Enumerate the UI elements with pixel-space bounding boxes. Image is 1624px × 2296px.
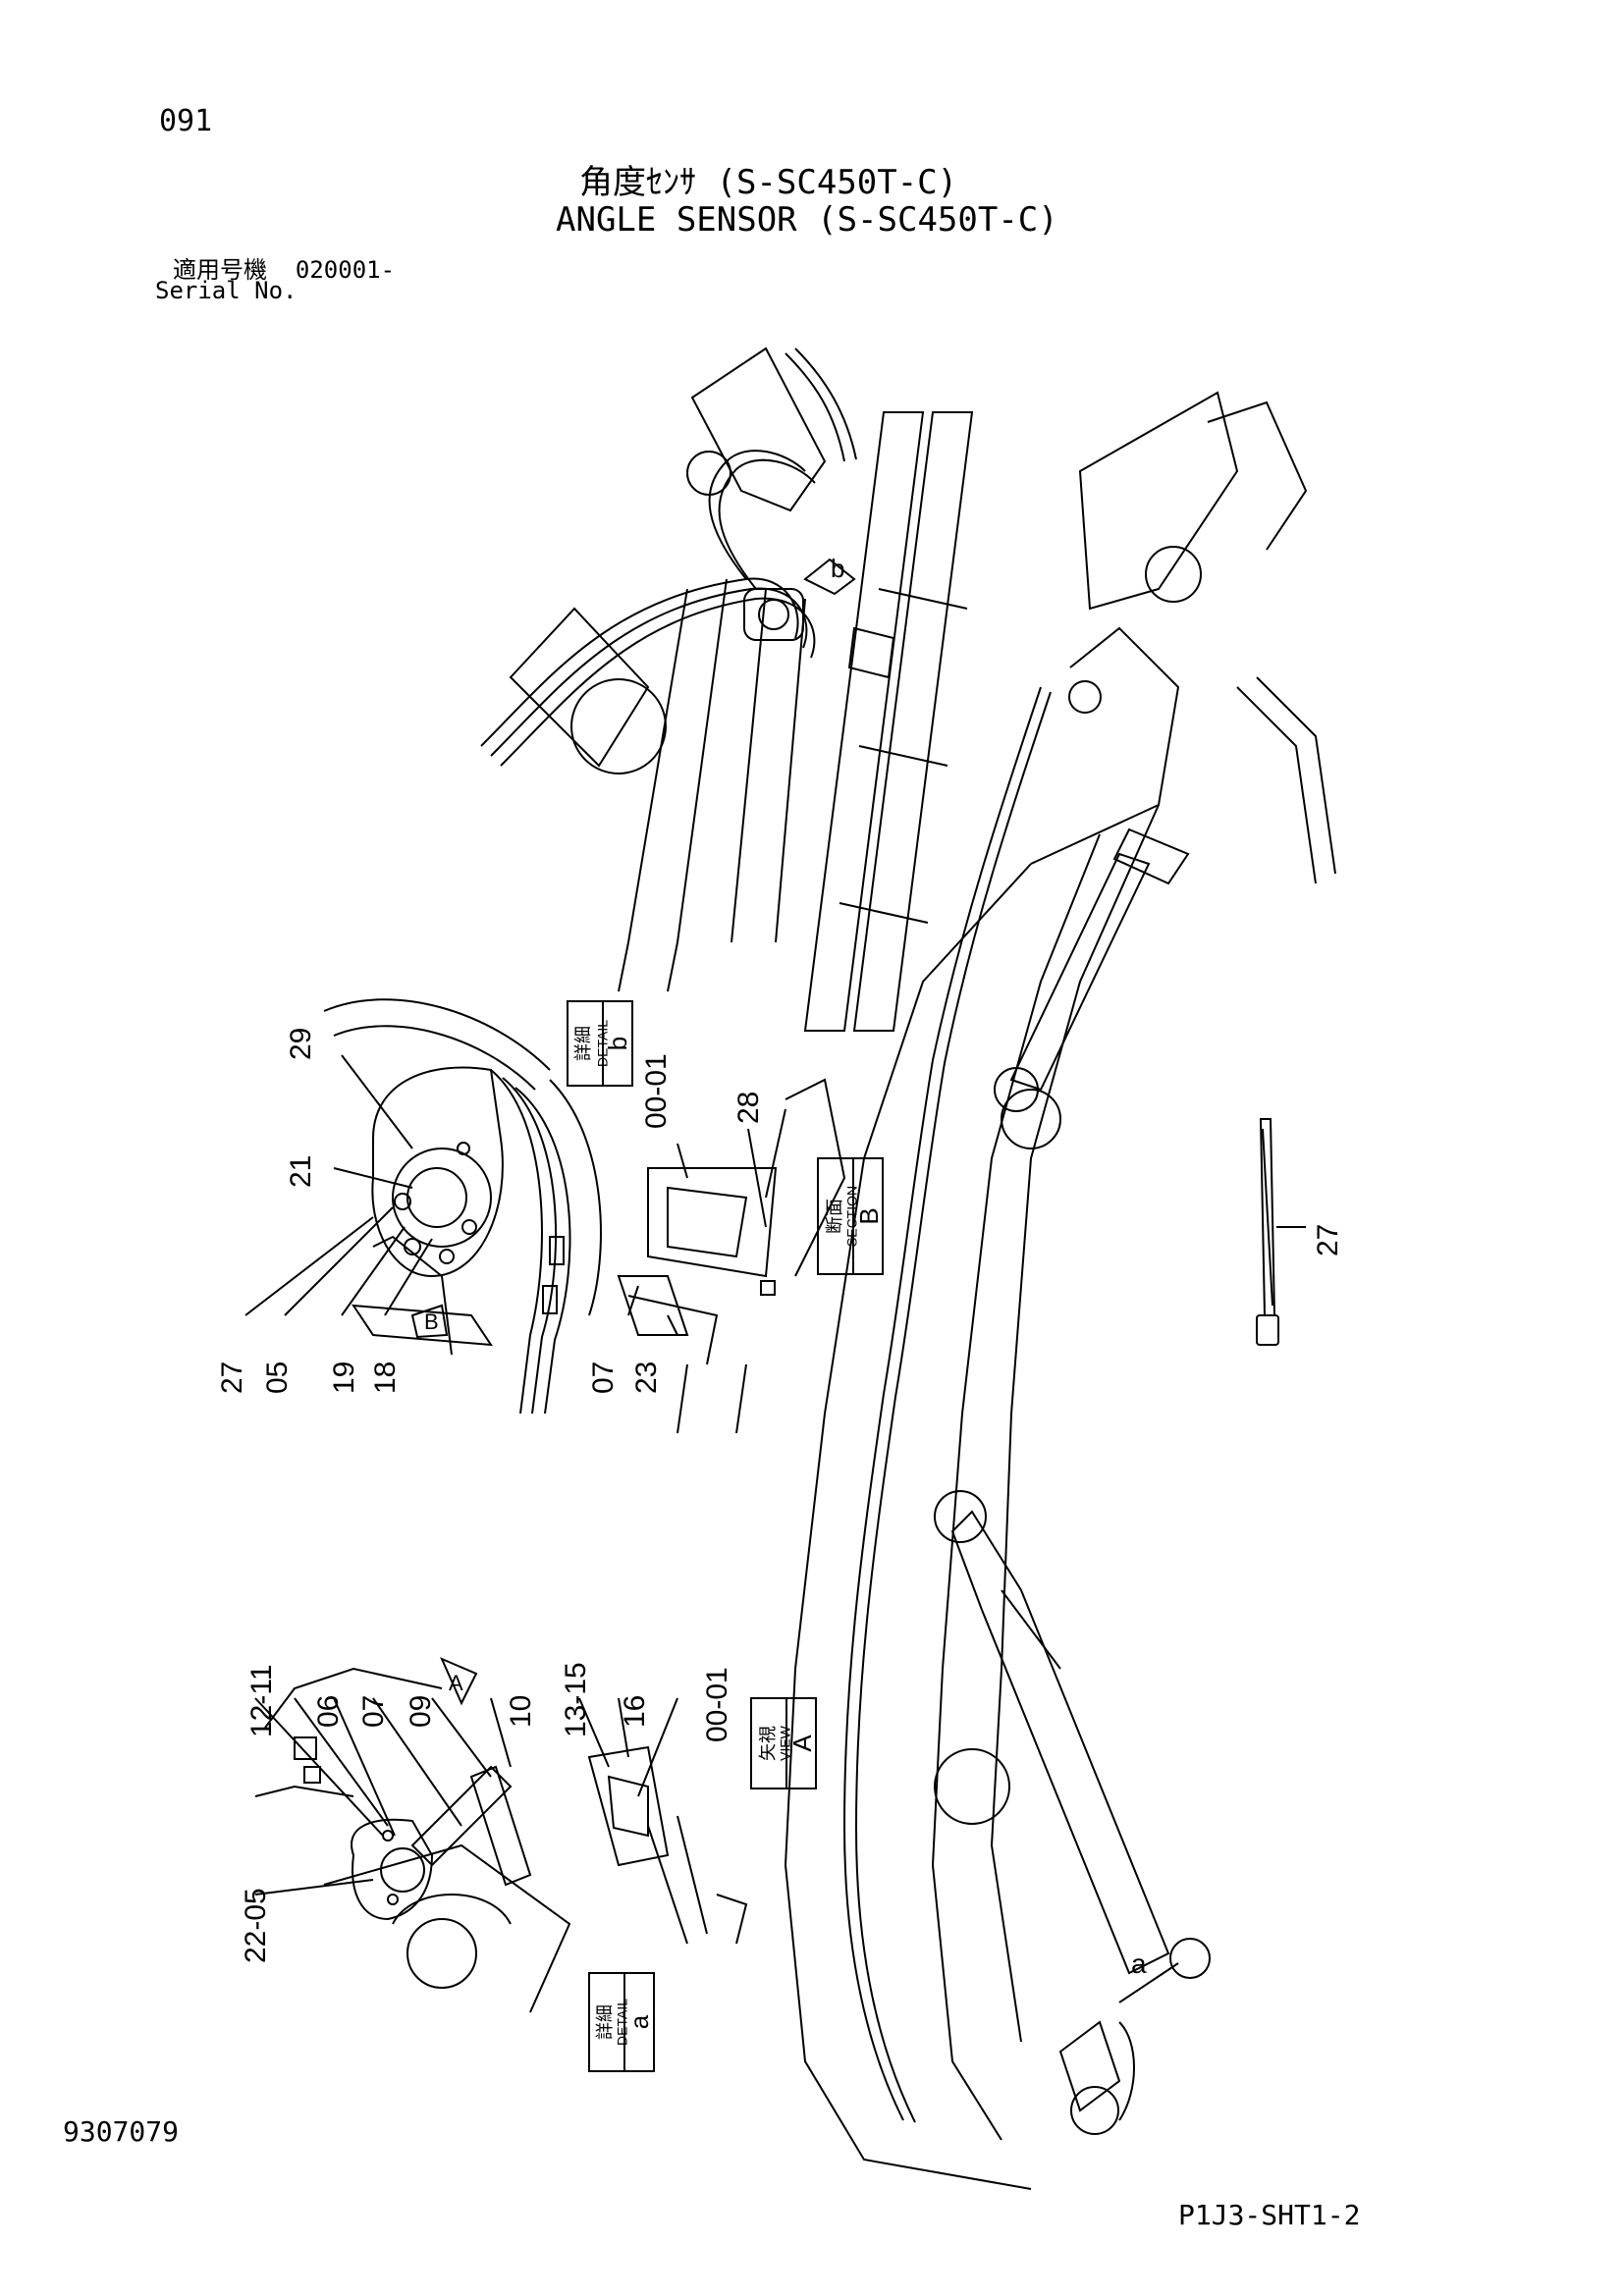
part-label-28: 28	[732, 1092, 765, 1124]
serial-label-english: Serial No.	[155, 277, 298, 304]
part-label-09: 09	[405, 1695, 437, 1728]
part-label-07-a: 07	[587, 1362, 620, 1394]
part-label-22-05: 22-05	[240, 1888, 272, 1963]
part-label-05-a: 05	[261, 1362, 294, 1394]
detail-b-en: DETAIL	[594, 1020, 610, 1067]
part-label-13-15: 13-15	[560, 1662, 592, 1737]
detail-b-drawing: B	[244, 998, 602, 1415]
sheet-reference: P1J3-SHT1-2	[1178, 2199, 1361, 2231]
section-b-box	[817, 1157, 884, 1275]
part-label-00-01-a: 00-01	[640, 1053, 673, 1129]
part-label-27-b: 27	[1312, 1224, 1344, 1256]
callout-letter-b: b	[831, 554, 844, 583]
section-b-ja: 断面	[825, 1199, 844, 1234]
detail-a-letter: a	[624, 2014, 654, 2029]
detail-b-ja: 詳細	[573, 1026, 593, 1061]
part-label-23: 23	[630, 1362, 663, 1394]
view-a-box	[750, 1697, 817, 1789]
part-label-27-a: 27	[216, 1362, 248, 1394]
part-label-19: 19	[328, 1362, 360, 1394]
part-label-18: 18	[369, 1362, 402, 1394]
part-label-21: 21	[285, 1155, 317, 1188]
title-japanese: 角度ｾﾝｻ (S-SC450T-C)	[579, 163, 958, 202]
section-b-letter: B	[854, 1207, 884, 1224]
detail-a-ja: 詳細	[595, 2004, 615, 2040]
part-label-12-11: 12-11	[245, 1664, 278, 1737]
part-label-00-01-b: 00-01	[701, 1667, 733, 1742]
detail-b-letter: b	[603, 1037, 632, 1050]
serial-label-ja-text: 適用号機	[173, 256, 267, 284]
part-label-06: 06	[312, 1695, 345, 1728]
part-label-10: 10	[505, 1695, 537, 1728]
detail-a-box	[588, 1972, 655, 2072]
view-a-en: VIEW	[777, 1725, 792, 1761]
title-english: ANGLE SENSOR (S-SC450T-C)	[556, 200, 1058, 240]
part-label-16: 16	[619, 1695, 651, 1728]
cable-tie-drawing	[1256, 1118, 1306, 1346]
detail-a-en: DETAIL	[614, 1999, 629, 2046]
arrow-letter-A: A	[449, 1671, 463, 1695]
serial-label-japanese: 適用号機 020001-	[173, 250, 395, 285]
detail-b-box	[567, 1000, 633, 1087]
detail-a-drawing: A	[254, 1657, 748, 2013]
view-a-ja: 矢視	[758, 1726, 778, 1761]
view-a-letter: A	[787, 1735, 817, 1752]
serial-value: 020001-	[295, 256, 396, 284]
boom-assembly-drawing: a	[784, 391, 1336, 2190]
section-b-drawing	[617, 1078, 846, 1434]
page-number: 091	[159, 104, 213, 138]
document-number: 9307079	[63, 2115, 180, 2148]
callout-letter-a: a	[1131, 1949, 1147, 1979]
boom-foot-drawing: b	[480, 347, 974, 1032]
part-label-07-b: 07	[357, 1695, 390, 1728]
arrow-letter-B: B	[424, 1309, 439, 1334]
section-b-en: SECTION	[843, 1186, 859, 1247]
part-label-29: 29	[285, 1028, 317, 1060]
